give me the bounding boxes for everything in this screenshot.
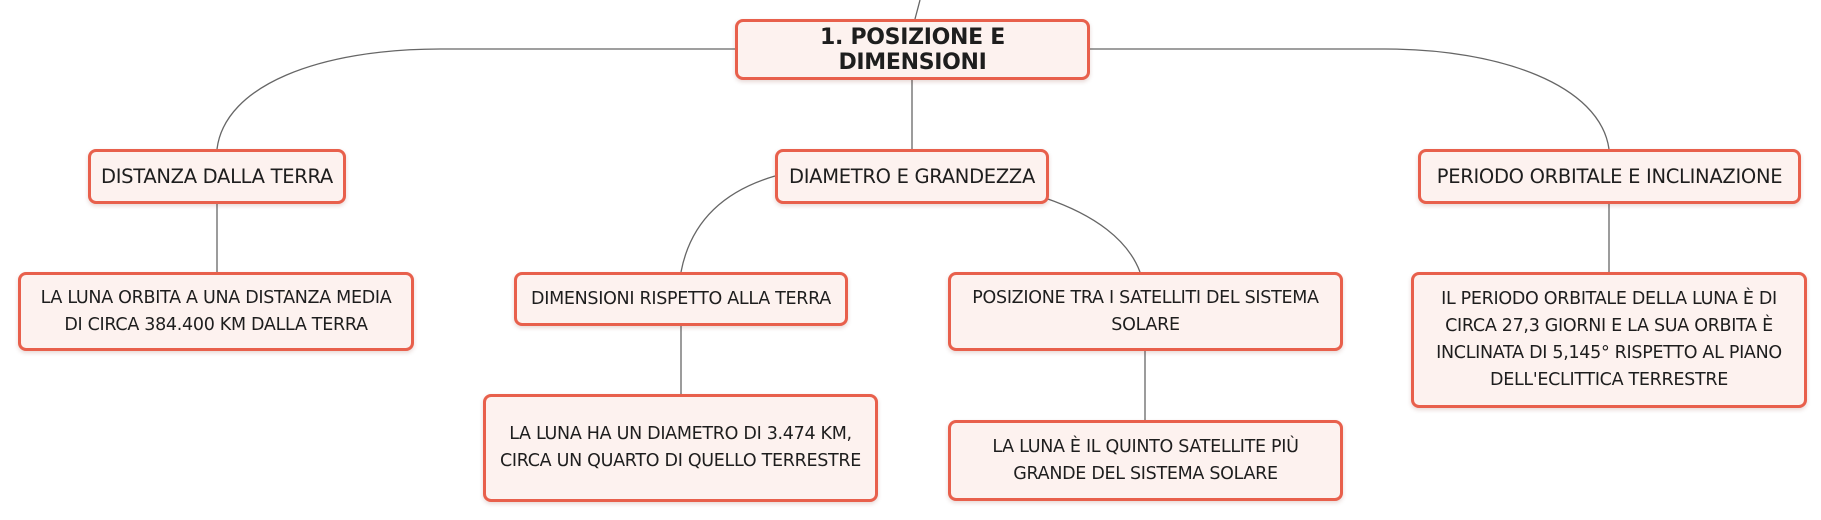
topic-diametro-e-grandezza[interactable]: DIAMETRO E GRANDEZZA bbox=[775, 149, 1049, 204]
topic-periodo-orbitale[interactable]: PERIODO ORBITALE E INCLINAZIONE bbox=[1418, 149, 1801, 204]
root-topic-label: 1. POSIZIONE E DIMENSIONI bbox=[820, 24, 1005, 75]
subtopic-label: LA LUNA HA UN DIAMETRO DI 3.474 KM, CIRC… bbox=[499, 424, 862, 471]
connector-diametro-to-posizione bbox=[1044, 197, 1141, 273]
topic-label: PERIODO ORBITALE E INCLINAZIONE bbox=[1436, 165, 1783, 188]
root-topic-node[interactable]: 1. POSIZIONE E DIMENSIONI bbox=[735, 19, 1090, 80]
topic-label: DIAMETRO E GRANDEZZA bbox=[789, 165, 1035, 188]
connector-parent-root bbox=[914, 0, 921, 20]
subtopic-distanza-media[interactable]: LA LUNA ORBITA A UNA DISTANZA MEDIA DI C… bbox=[18, 272, 414, 351]
subtopic-dimensioni-rispetto-terra[interactable]: DIMENSIONI RISPETTO ALLA TERRA bbox=[514, 272, 848, 326]
subtopic-quinto-satellite[interactable]: LA LUNA È IL QUINTO SATELLITE PIÙ GRANDE… bbox=[948, 420, 1343, 501]
subtopic-label: POSIZIONE TRA I SATELLITI DEL SISTEMA SO… bbox=[972, 287, 1319, 335]
subtopic-label: LA LUNA ORBITA A UNA DISTANZA MEDIA DI C… bbox=[40, 287, 392, 335]
connector-root-to-periodo bbox=[1090, 48, 1610, 150]
subtopic-posizione-tra-satelliti[interactable]: POSIZIONE TRA I SATELLITI DEL SISTEMA SO… bbox=[948, 272, 1343, 351]
subtopic-label: LA LUNA È IL QUINTO SATELLITE PIÙ GRANDE… bbox=[992, 436, 1299, 484]
connector-root-to-distanza bbox=[216, 48, 735, 150]
topic-distanza-dalla-terra[interactable]: DISTANZA DALLA TERRA bbox=[88, 149, 346, 204]
connector-diametro-to-dimensioni bbox=[680, 175, 776, 273]
subtopic-periodo-orbitale-dettagli[interactable]: IL PERIODO ORBITALE DELLA LUNA È DI CIRC… bbox=[1411, 272, 1807, 408]
topic-label: DISTANZA DALLA TERRA bbox=[101, 165, 333, 188]
subtopic-label: IL PERIODO ORBITALE DELLA LUNA È DI CIRC… bbox=[1436, 289, 1782, 390]
subtopic-label: DIMENSIONI RISPETTO ALLA TERRA bbox=[531, 289, 831, 309]
subtopic-diametro-luna[interactable]: LA LUNA HA UN DIAMETRO DI 3.474 KM, CIRC… bbox=[483, 394, 878, 502]
